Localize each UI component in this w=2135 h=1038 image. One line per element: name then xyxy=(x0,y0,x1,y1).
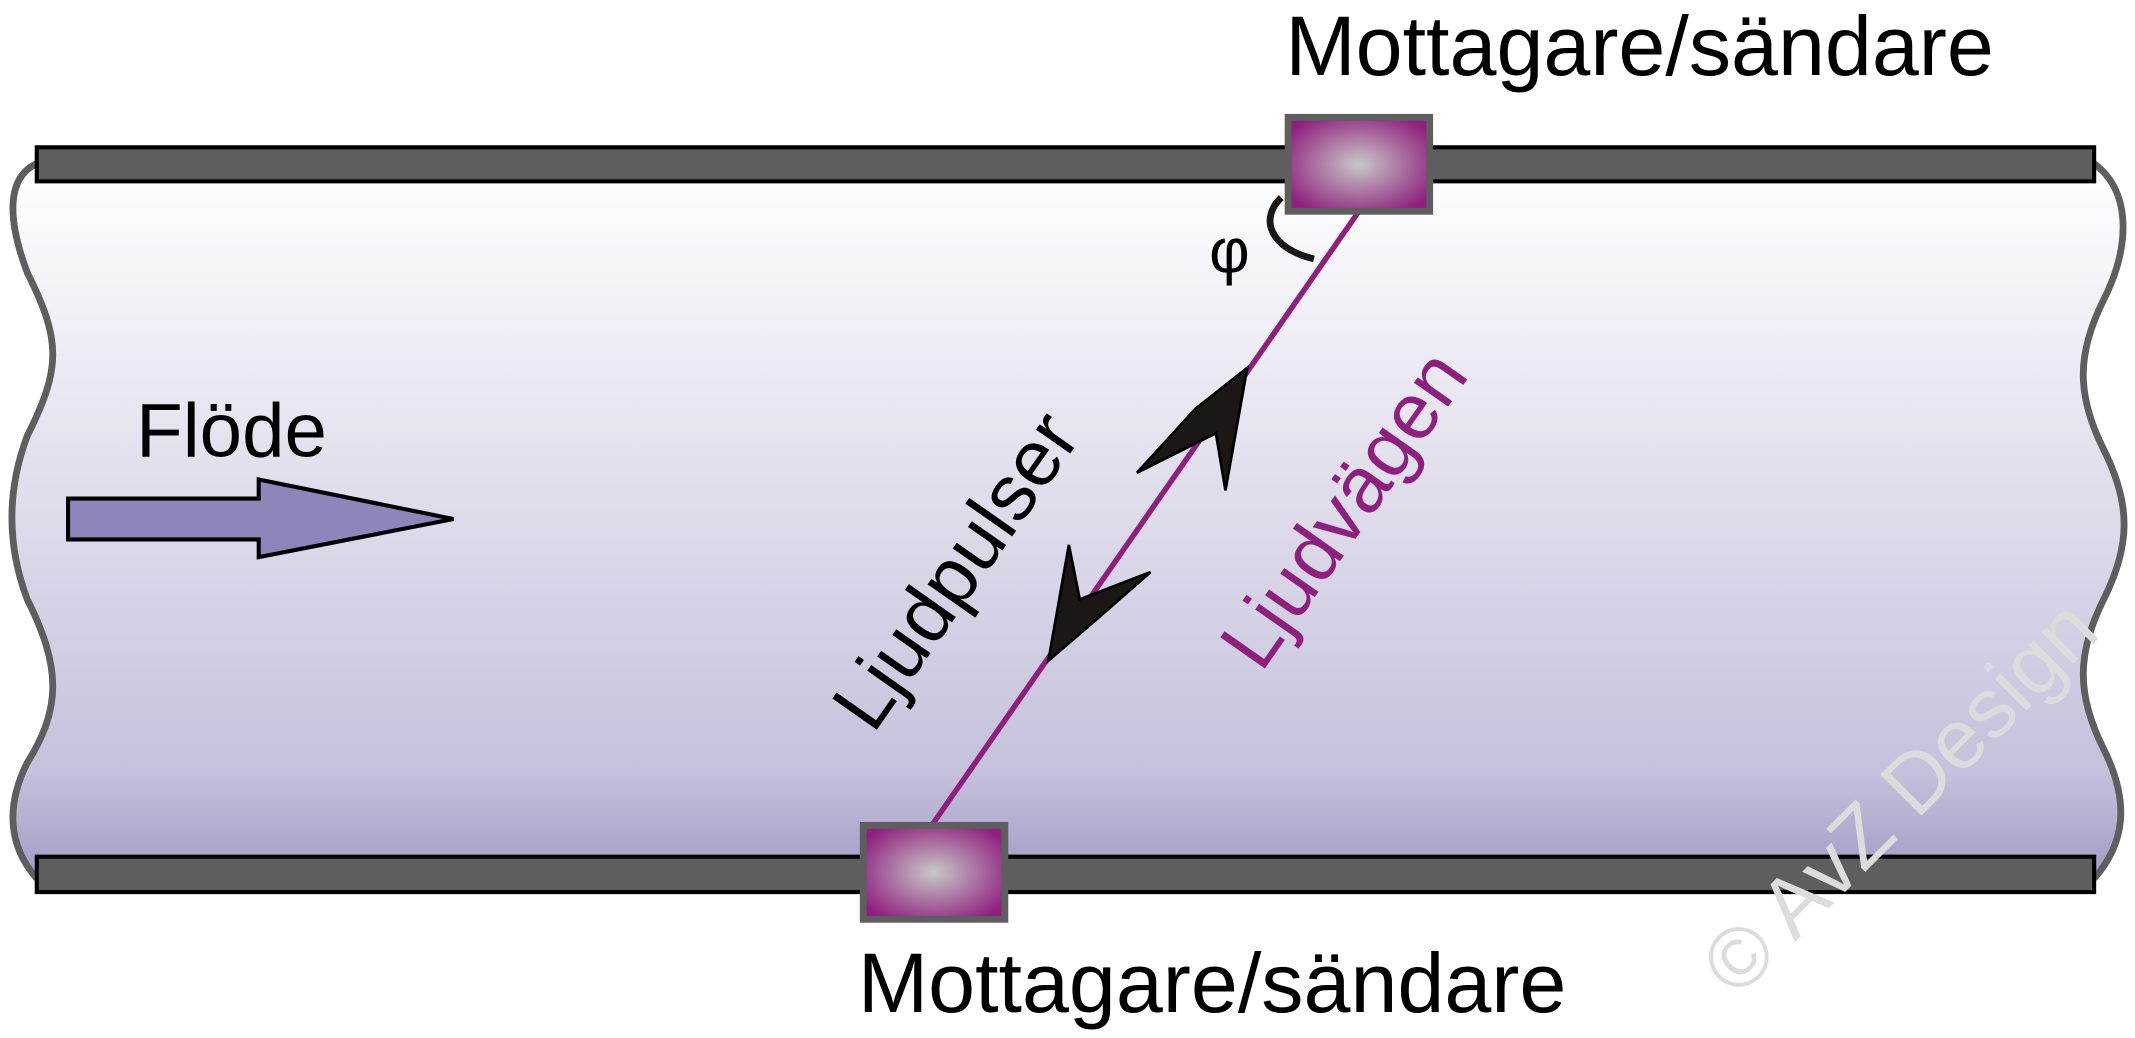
pipe-wall-top xyxy=(34,145,2097,184)
sensor-bottom-label: Mottagare/sändare xyxy=(858,936,1567,1030)
pulse-arrow-down-icon xyxy=(1046,544,1152,665)
fluid-region xyxy=(11,163,2125,879)
flow-label: Flöde xyxy=(136,388,327,473)
pulse-arrow-up-icon xyxy=(1135,364,1250,491)
sensor-top xyxy=(1284,113,1434,215)
sensor-top-label: Mottagare/sändare xyxy=(1285,0,1994,93)
angle-arc xyxy=(1266,195,1315,263)
pipe-wall-bottom xyxy=(34,854,2097,895)
sound-path-line xyxy=(930,209,1362,826)
angle-label: φ xyxy=(1209,217,1250,287)
flow-arrow-icon xyxy=(66,477,454,560)
pipe-break-right xyxy=(2079,160,2128,881)
sensor-bottom xyxy=(859,821,1009,923)
pipe-break-left xyxy=(8,160,57,881)
